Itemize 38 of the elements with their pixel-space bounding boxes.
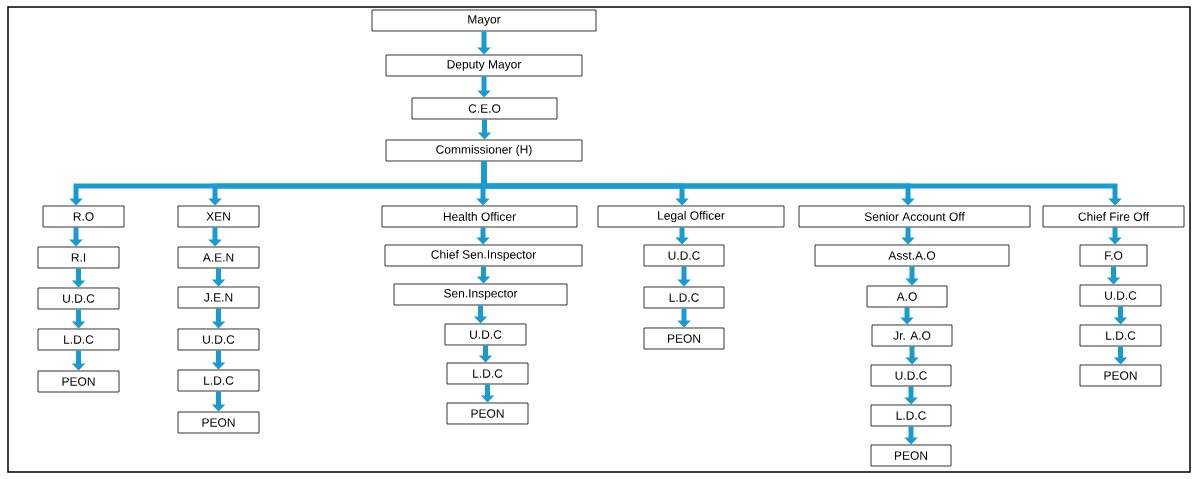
position-box: Commissioner (H) xyxy=(385,139,583,162)
position-box: F.O xyxy=(1079,244,1148,267)
position-box: Asst.A.O xyxy=(814,244,1010,267)
position-box: A.E.N xyxy=(177,246,260,269)
position-box: XEN xyxy=(177,205,260,228)
position-box: U.D.C xyxy=(870,364,952,387)
position-box: Deputy Mayor xyxy=(385,54,583,77)
position-box: Legal Officer xyxy=(597,205,785,228)
position-box: PEON xyxy=(177,411,260,434)
position-box: Jr. A.O xyxy=(871,324,953,347)
position-box: L.D.C xyxy=(177,369,260,392)
position-box: U.D.C xyxy=(444,323,527,346)
position-box: A.O xyxy=(866,285,948,308)
arrow xyxy=(481,161,1122,206)
position-box: Sen.Inspector xyxy=(393,283,568,306)
position-box: PEON xyxy=(870,444,952,467)
position-box: L.D.C xyxy=(643,286,725,309)
position-box: PEON xyxy=(1079,364,1162,387)
position-box: J.E.N xyxy=(177,286,260,309)
position-box: Mayor xyxy=(371,9,597,32)
position-box: U.D.C xyxy=(37,287,120,310)
position-box: L.D.C xyxy=(37,328,120,351)
position-box: Chief Sen.Inspector xyxy=(384,244,583,267)
position-box: Senior Account Off xyxy=(798,205,1031,228)
position-box: R.O xyxy=(42,205,125,228)
position-box: L.D.C xyxy=(446,362,529,385)
position-box: L.D.C xyxy=(1079,324,1162,347)
position-box: L.D.C xyxy=(870,404,952,427)
position-box: U.D.C xyxy=(643,244,725,267)
position-box: PEON xyxy=(446,402,529,425)
position-box: C.E.O xyxy=(411,97,558,120)
position-box: PEON xyxy=(37,370,120,393)
position-box: PEON xyxy=(643,327,725,350)
position-box: Chief Fire Off xyxy=(1042,205,1185,228)
position-box: R.I xyxy=(37,246,120,269)
position-box: U.D.C xyxy=(1079,284,1162,307)
position-box: U.D.C xyxy=(177,328,260,351)
position-box: Health Officer xyxy=(381,205,578,228)
